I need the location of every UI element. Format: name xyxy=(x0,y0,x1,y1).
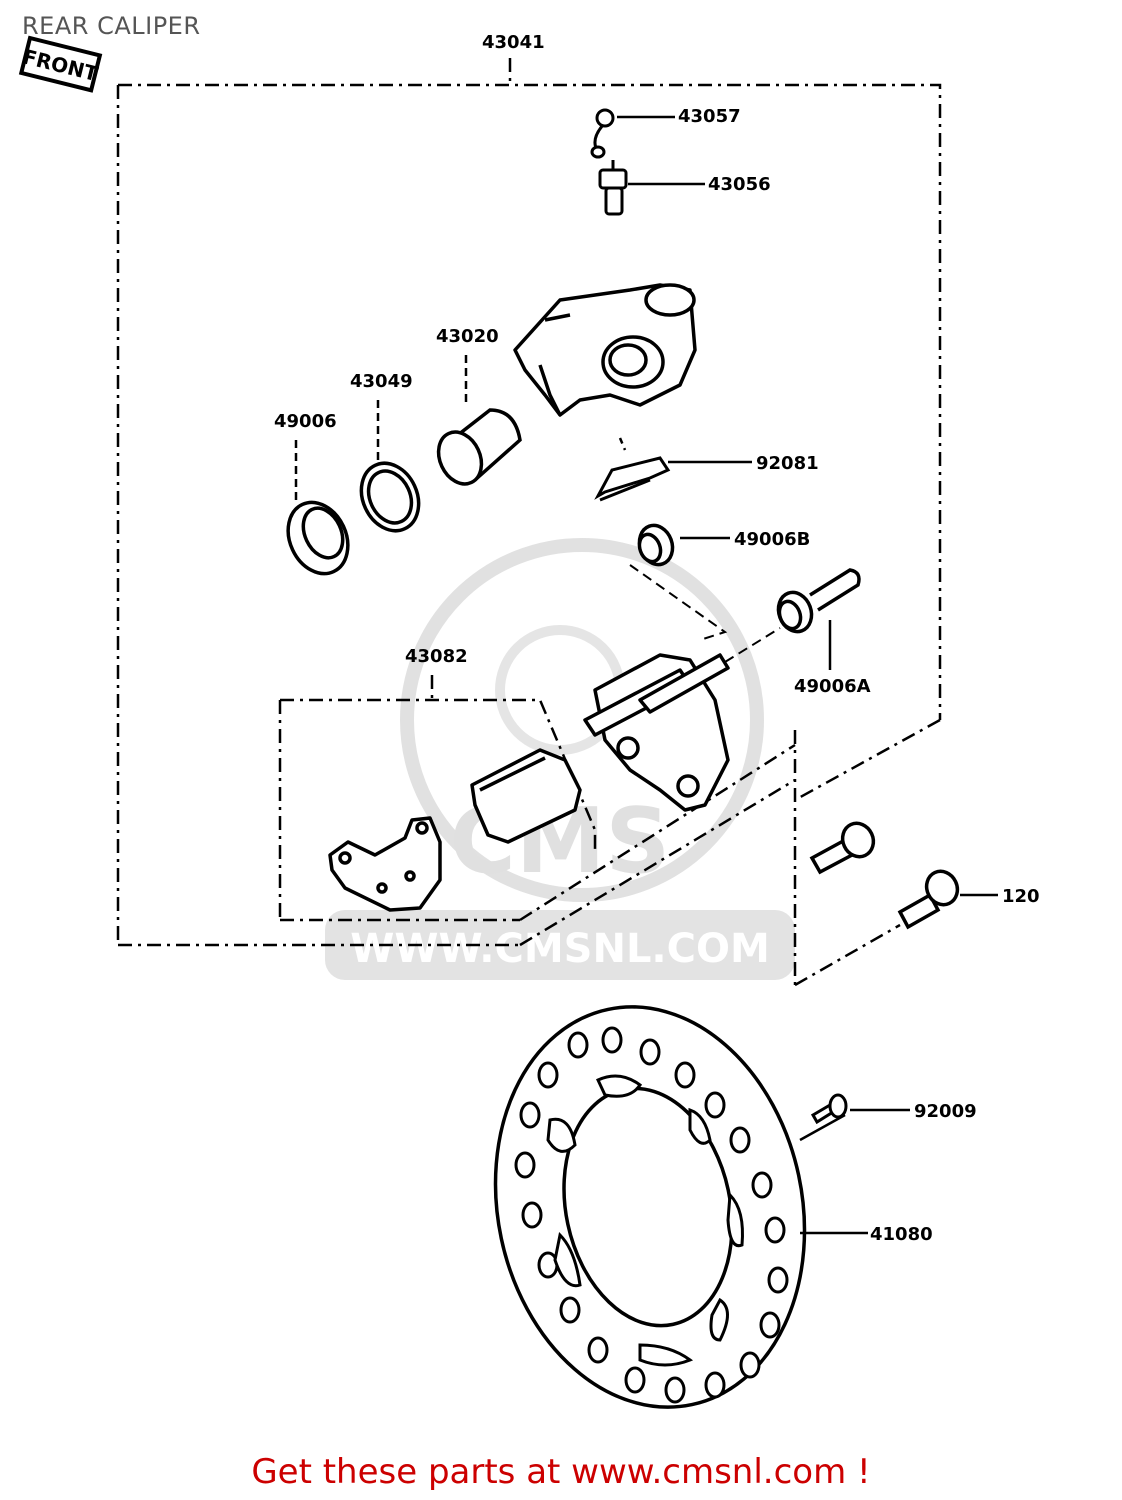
front-badge: FRONT xyxy=(18,35,103,93)
footer-link-text[interactable]: Get these parts at www.cmsnl.com ! xyxy=(251,1452,871,1492)
brake-disc-part xyxy=(493,1005,807,1409)
label-120: 120 xyxy=(1002,886,1040,907)
label-43056: 43056 xyxy=(708,174,771,195)
label-49006: 49006 xyxy=(274,411,337,432)
pad-shim-part xyxy=(328,816,442,912)
label-43082: 43082 xyxy=(405,646,468,667)
assembly-boundary xyxy=(116,58,942,947)
label-43020: 43020 xyxy=(436,326,499,347)
bolt-lower-part xyxy=(897,869,960,930)
label-92081: 92081 xyxy=(756,453,819,474)
disc-screw-part xyxy=(810,1093,848,1125)
label-49006a: 49006A xyxy=(794,676,871,697)
caliper-bracket-part xyxy=(583,653,730,812)
boot-b-part xyxy=(637,523,675,567)
watermark-url-text: WWW.CMSNL.COM xyxy=(350,926,770,972)
leader-lines xyxy=(294,115,998,1235)
bleeder-cap-part xyxy=(590,108,615,159)
piston-seal-part xyxy=(359,461,421,533)
page-title: REAR CALIPER xyxy=(22,12,201,40)
piston-part xyxy=(436,408,522,486)
label-49006b: 49006B xyxy=(734,529,810,550)
label-43057: 43057 xyxy=(678,106,741,127)
bolt-upper-part xyxy=(809,821,876,875)
label-43049: 43049 xyxy=(350,371,413,392)
label-92009: 92009 xyxy=(914,1101,977,1122)
label-41080: 41080 xyxy=(870,1224,933,1245)
pad-spring-part xyxy=(594,456,671,502)
pin-connector-lines xyxy=(629,564,781,663)
boot-a-part xyxy=(776,568,861,634)
bleeder-valve-part xyxy=(598,160,628,216)
front-badge-label: FRONT xyxy=(20,44,100,86)
parts-diagram: CMS WWW.CMSNL.COM FRONT xyxy=(18,32,1040,1409)
caliper-body-part xyxy=(513,283,697,417)
dust-seal-part xyxy=(286,500,350,576)
brake-pad-part xyxy=(470,748,582,844)
label-43041: 43041 xyxy=(482,32,545,53)
